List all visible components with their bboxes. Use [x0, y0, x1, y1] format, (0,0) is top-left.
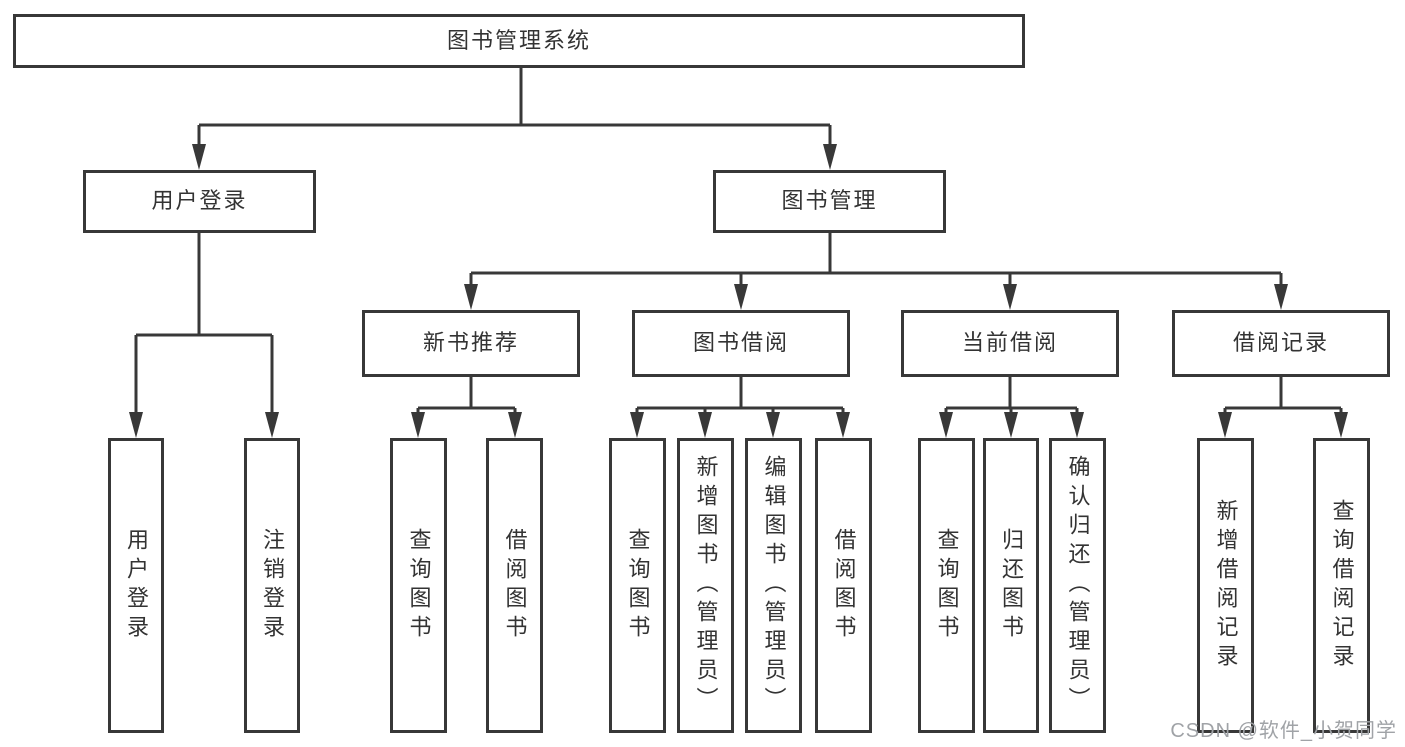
node-label: 查询图书 — [934, 527, 960, 644]
node-label: 借阅图书 — [502, 527, 528, 644]
leaf-borrow-books-1: 借阅图书 — [486, 438, 543, 733]
leaf-add-borrow-record: 新增借阅记录 — [1197, 438, 1254, 733]
node-label: 查询图书 — [406, 527, 432, 644]
connector-borrowing-to-leaves — [635, 377, 845, 420]
leaf-logout: 注销登录 — [244, 438, 300, 733]
leaf-query-books-2: 查询图书 — [609, 438, 666, 733]
node-label: 用户登录 — [151, 188, 248, 214]
node-label: 用户登录 — [124, 527, 149, 644]
node-book-borrowing: 图书借阅 — [632, 310, 850, 377]
node-user-login: 用户登录 — [83, 170, 316, 233]
connector-root-to-level2 — [197, 68, 832, 150]
node-label: 注销登录 — [260, 527, 285, 644]
connector-newbook-to-leaves — [416, 377, 517, 420]
node-root: 图书管理系统 — [13, 14, 1025, 68]
node-book-management: 图书管理 — [713, 170, 946, 233]
node-label: 确认归还（管理员） — [1065, 455, 1091, 716]
leaf-user-login: 用户登录 — [108, 438, 164, 733]
node-new-book-recommend: 新书推荐 — [362, 310, 580, 377]
leaf-borrow-books-2: 借阅图书 — [815, 438, 872, 733]
leaf-confirm-return-admin: 确认归还（管理员） — [1049, 438, 1106, 733]
arrowheads — [129, 144, 1348, 438]
node-label: 编辑图书（管理员） — [761, 455, 787, 716]
connector-bookmgmt-to-level3 — [469, 233, 1283, 292]
leaf-query-books-1: 查询图书 — [390, 438, 447, 733]
leaf-edit-book-admin: 编辑图书（管理员） — [745, 438, 802, 733]
leaf-query-borrow-record: 查询借阅记录 — [1313, 438, 1370, 733]
node-label: 图书借阅 — [692, 330, 789, 356]
node-label: 查询图书 — [625, 527, 651, 644]
leaf-return-books: 归还图书 — [983, 438, 1039, 733]
node-label: 借阅图书 — [831, 527, 857, 644]
node-label: 当前借阅 — [961, 330, 1058, 356]
node-label: 新增借阅记录 — [1213, 498, 1239, 673]
node-label: 新增图书（管理员） — [693, 455, 719, 716]
csdn-watermark: CSDN @软件_小贺同学 — [1170, 720, 1397, 742]
node-label: 归还图书 — [999, 527, 1024, 644]
node-label: 新书推荐 — [422, 330, 519, 356]
leaf-query-books-3: 查询图书 — [918, 438, 975, 733]
node-borrowing-records: 借阅记录 — [1172, 310, 1390, 377]
connector-userlogin-to-leaves — [134, 233, 274, 420]
node-label: 借阅记录 — [1232, 330, 1329, 356]
node-label: 图书管理系统 — [446, 27, 591, 53]
node-label: 图书管理 — [781, 188, 878, 214]
node-current-borrowing: 当前借阅 — [901, 310, 1119, 377]
connector-records-to-leaves — [1223, 377, 1343, 420]
leaf-add-book-admin: 新增图书（管理员） — [677, 438, 734, 733]
node-label: 查询借阅记录 — [1329, 498, 1355, 673]
